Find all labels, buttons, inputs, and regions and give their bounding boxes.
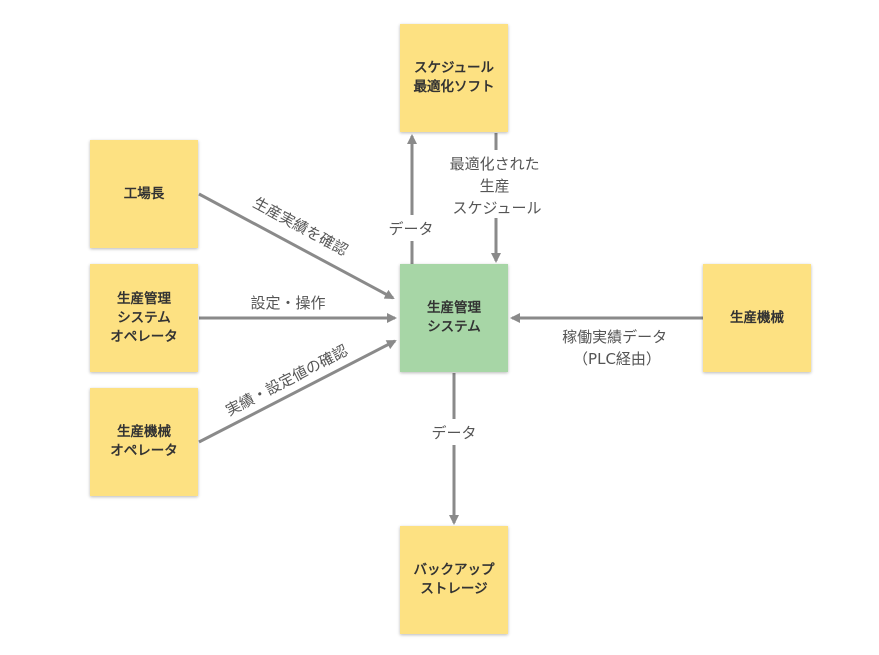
edge-label-machine-to-system: 稼働実績データ （PLC経由） [562, 328, 672, 368]
edge-label-line: 生産 [480, 177, 510, 195]
node-production-system: 生産管理 システム [400, 264, 508, 372]
arrow-manager-to-system [198, 192, 395, 300]
edge-label-line: スケジュール [453, 199, 542, 217]
edge-label-system-to-backup: データ [431, 424, 476, 442]
arrow-machine-operator-to-system [198, 339, 397, 444]
edge-label-line: 最適化された [450, 155, 540, 173]
node-backup-storage: バックアップ ストレージ [400, 526, 508, 634]
edge-label-line: 稼働実績データ [562, 328, 667, 346]
edge-label-operator-to-system: 設定・操作 [250, 294, 325, 312]
node-machine-operator: 生産機械 オペレータ [90, 388, 198, 496]
node-system-operator: 生産管理 システム オペレータ [90, 264, 198, 372]
edge-label-line: （PLC経由） [573, 350, 661, 368]
node-production-machine: 生産機械 [703, 264, 811, 372]
edge-label-system-to-schedule: データ [388, 220, 433, 238]
node-factory-manager: 工場長 [90, 140, 198, 248]
edge-label-machine-operator-to-system: 実績・設定値の確認 [223, 341, 351, 419]
edge-label-schedule-to-system: 最適化された 生産 スケジュール [450, 155, 545, 217]
node-schedule-software: スケジュール 最適化ソフト [400, 24, 508, 132]
